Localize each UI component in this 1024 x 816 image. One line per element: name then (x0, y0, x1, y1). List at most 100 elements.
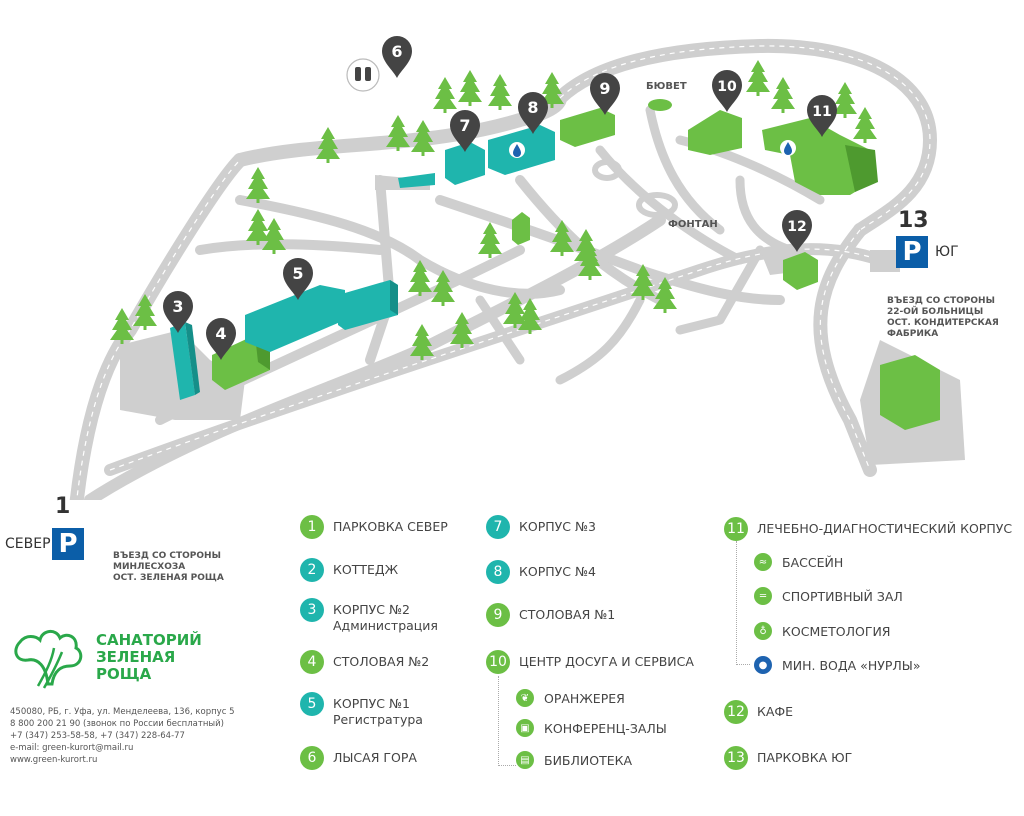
map-marker-6[interactable]: 6 (382, 36, 412, 78)
legend-item-6[interactable]: 6 ЛЫСАЯ ГОРА (300, 746, 417, 770)
map-marker-5[interactable]: 5 (283, 258, 313, 300)
legend-bracket (736, 541, 750, 665)
legend-sublabel: Регистратура (333, 712, 423, 727)
legend-number-badge: 13 (724, 746, 748, 770)
map-markers[interactable]: 3 4 5 6 7 8 9 10 11 12 (163, 36, 837, 360)
map-marker-number: 10 (717, 79, 737, 95)
map-pin-icon (382, 36, 412, 78)
legend-number-badge: 9 (486, 603, 510, 627)
legend-subitem-label: МИН. ВОДА «НУРЛЫ» (782, 657, 921, 673)
legend-label: КОТТЕДЖ (333, 562, 399, 577)
map-marker-10[interactable]: 10 (712, 70, 742, 112)
map-pin-icon (590, 73, 620, 115)
binoculars-icon (346, 58, 380, 92)
map-pin-icon (782, 210, 812, 252)
map-marker-11[interactable]: 11 (807, 95, 837, 137)
legend-subitem[interactable]: ▤ БИБЛИОТЕКА (516, 751, 632, 769)
legend-subitem-label: БИБЛИОТЕКА (544, 752, 633, 768)
briefcase-icon: ▣ (516, 719, 534, 737)
legend-subitem-label: КОСМЕТОЛОГИЯ (782, 623, 891, 639)
book-icon: ▤ (516, 751, 534, 769)
map-marker-number: 7 (459, 116, 470, 135)
fontan-label: ФОНТАН (668, 219, 718, 230)
legend-label: СТОЛОВАЯ №2 (333, 654, 430, 669)
legend-label: ЦЕНТР ДОСУГА И СЕРВИСА (519, 654, 694, 669)
water-drop-icon (509, 140, 796, 158)
parking-south-number: 13 (898, 208, 929, 233)
contact-address: 450080, РБ, г. Уфа, ул. Менделеева, 136,… (10, 707, 235, 717)
cosmetics-icon: ♁ (754, 622, 772, 640)
swimmer-icon: ≈ (754, 553, 772, 571)
logo-text: САНАТОРИЙ ЗЕЛЕНАЯ РОЩА (96, 632, 202, 683)
logo-line-1: САНАТОРИЙ (96, 631, 202, 649)
map-pin-icon (712, 70, 742, 112)
logo-line-2: ЗЕЛЕНАЯ (96, 648, 176, 666)
map-pin-icon (283, 258, 313, 300)
map-marker-number: 6 (391, 42, 402, 61)
legend-subitem[interactable]: ═СПОРТИВНЫЙ ЗАЛ (754, 587, 903, 605)
legend-bracket (498, 676, 516, 766)
map-pin-icon (518, 92, 548, 134)
water-drop-icon: ● (754, 656, 772, 674)
legend-item-1[interactable]: 1 ПАРКОВКА СЕВЕР (300, 515, 448, 539)
map-pin-icon (807, 95, 837, 137)
legend-number-badge: 3 (300, 598, 324, 622)
legend-number-badge: 7 (486, 515, 510, 539)
contacts: 450080, РБ, г. Уфа, ул. Менделеева, 136,… (10, 706, 234, 766)
map-marker-12[interactable]: 12 (782, 210, 812, 252)
parking-south-note: ВЪЕЗД СО СТОРОНЫ 22-ОЙ БОЛЬНИЦЫ ОСТ. КОН… (887, 296, 999, 339)
legend-label: КОРПУС №4 (519, 564, 596, 579)
map-marker-number: 9 (599, 79, 610, 98)
legend-label: ЛЫСАЯ ГОРА (333, 750, 417, 765)
legend-subitem-label: БАССЕЙН (782, 554, 844, 570)
legend-subitem[interactable]: ● МИН. ВОДА «НУРЛЫ» (754, 656, 920, 674)
byuvet-label: БЮВЕТ (646, 81, 687, 92)
legend-label: СТОЛОВАЯ №1 (519, 607, 616, 622)
contact-email[interactable]: e-mail: green-kurort@mail.ru (10, 743, 134, 753)
legend-subitem-label: ОРАНЖЕРЕЯ (544, 690, 625, 706)
legend-label: КОРПУС №2 (333, 602, 410, 617)
map-marker-3[interactable]: 3 (163, 291, 193, 333)
map-marker-number: 12 (787, 219, 806, 235)
legend-subitem[interactable]: ♁ КОСМЕТОЛОГИЯ (754, 622, 891, 640)
map-marker-7[interactable]: 7 (449, 109, 480, 152)
map-marker-number: 5 (292, 264, 303, 283)
legend-item-9[interactable]: 9 СТОЛОВАЯ №1 (486, 603, 615, 627)
legend-label: ПАРКОВКА ЮГ (757, 750, 853, 765)
legend-subitem[interactable]: ≈ БАССЕЙН (754, 553, 843, 571)
parking-south-sign[interactable]: P (896, 236, 928, 268)
legend-subitem-label: КОНФЕРЕНЦ-ЗАЛЫ (544, 720, 667, 736)
legend-subitem[interactable]: ▣ КОНФЕРЕНЦ-ЗАЛЫ (516, 719, 667, 737)
contact-website[interactable]: www.green-kurort.ru (10, 755, 98, 765)
legend-number-badge: 1 (300, 515, 324, 539)
sanatorium-map: 3 4 5 6 7 8 9 10 11 12 (69, 36, 965, 500)
legend-number-badge: 6 (300, 746, 324, 770)
map-pin-icon (206, 318, 236, 360)
map-pin-icon (163, 291, 193, 333)
map-marker-9[interactable]: 9 (590, 73, 620, 115)
legend-item-13[interactable]: 13 ПАРКОВКА ЮГ (724, 746, 852, 770)
legend-subitem[interactable]: ❦ОРАНЖЕРЕЯ (516, 689, 625, 707)
legend-label: КОРПУС №1 (333, 696, 410, 711)
legend-label: ПАРКОВКА СЕВЕР (333, 519, 448, 534)
parking-north-note: ВЪЕЗД СО СТОРОНЫ МИНЛЕСХОЗА ОСТ. ЗЕЛЕНАЯ… (113, 551, 224, 583)
dumbbell-icon: ═ (754, 587, 772, 605)
legend-label: ЛЕЧЕБНО-ДИАГНОСТИЧЕСКИЙ КОРПУС (757, 521, 1013, 536)
contact-phones: +7 (347) 253-58-58, +7 (347) 228-64-77 (10, 731, 185, 741)
map-marker-8[interactable]: 8 (518, 92, 548, 134)
parking-north-side: СЕВЕР (5, 536, 51, 552)
map-marker-4[interactable]: 4 (206, 318, 236, 360)
parking-south-side: ЮГ (935, 244, 959, 260)
map-marker-number: 3 (172, 297, 183, 316)
logo-tree-icon (14, 630, 83, 689)
parking-north-sign[interactable]: P (52, 528, 84, 560)
